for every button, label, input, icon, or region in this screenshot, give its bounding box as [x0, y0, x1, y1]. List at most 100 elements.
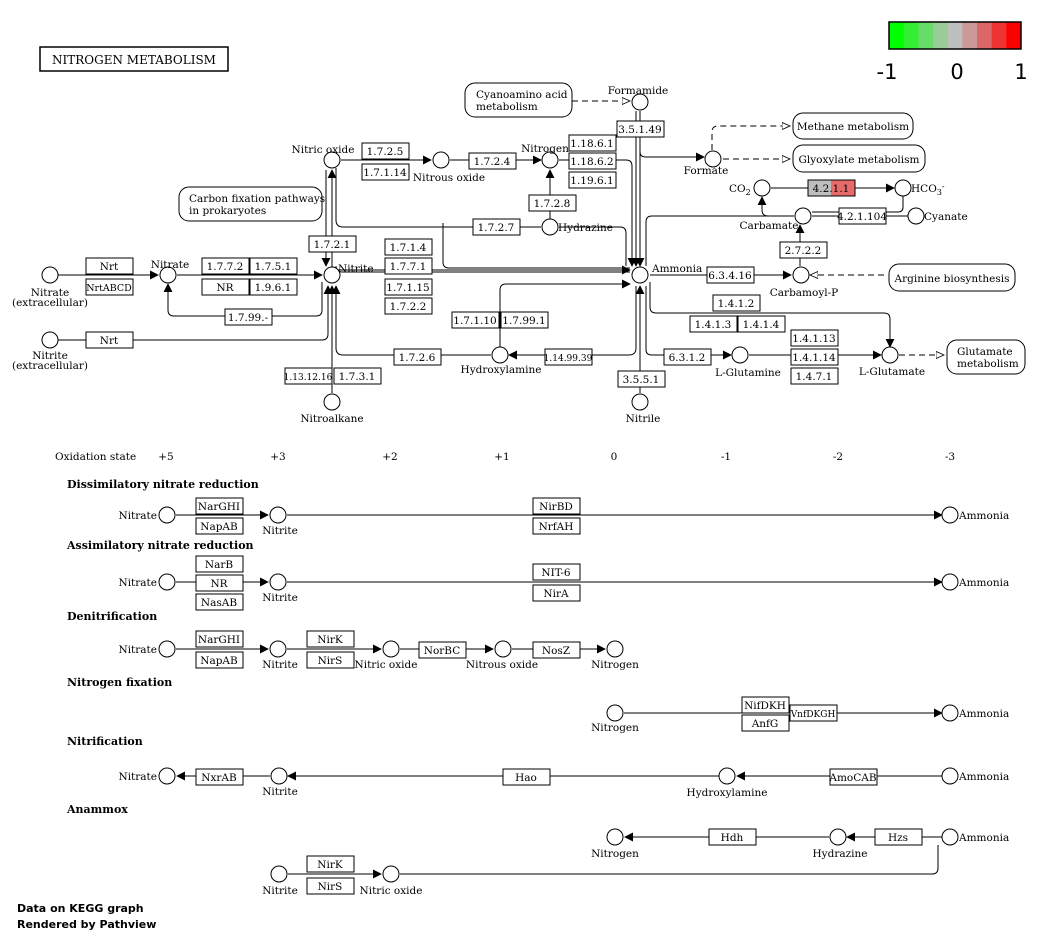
enzyme-4-2-1-1[interactable]: 4.2.1.1 [807, 179, 856, 197]
enzyme-1-7-1-15[interactable]: 1.7.1.15 [384, 278, 433, 296]
enzyme-narghi[interactable]: NarGHI [195, 630, 244, 648]
enzyme-1-7-2-1[interactable]: 1.7.2.1 [308, 235, 357, 253]
enzyme-1-13-12-16[interactable]: 1.13.12.16 [284, 367, 333, 385]
compound-hco3[interactable]: HCO3- [894, 179, 945, 197]
compound-ammonia[interactable]: Ammonia [941, 573, 1009, 591]
enzyme-1-7-2-4[interactable]: 1.7.2.4 [468, 152, 517, 170]
enzyme-hao[interactable]: Hao [502, 768, 551, 786]
enzyme-nirk[interactable]: NirK [306, 630, 355, 648]
compound-carbamoyl-p[interactable]: Carbamoyl-P [770, 266, 838, 299]
compound-nitrate[interactable]: Nitrate [119, 573, 176, 591]
enzyme-norbc[interactable]: NorBC [418, 641, 467, 659]
map-glyoxylate-metabolism[interactable]: Glyoxylate metabolism [792, 144, 926, 173]
enzyme-4-2-1-104[interactable]: 4.2.1.104 [837, 207, 887, 225]
enzyme-1-4-1-14[interactable]: 1.4.1.14 [790, 348, 839, 366]
compound-nitrous-oxide[interactable]: Nitrous oxide [466, 640, 538, 671]
compound-nitrogen[interactable]: Nitrogen [521, 143, 569, 169]
compound-nitrate[interactable]: Nitrate [119, 640, 176, 658]
enzyme-1-7-2-5[interactable]: 1.7.2.5 [361, 142, 410, 160]
compound-nitrate[interactable]: Nitrate [151, 259, 189, 284]
enzyme-nrtabcd[interactable]: NrtABCD [85, 278, 134, 296]
enzyme-1-7-2-2[interactable]: 1.7.2.2 [384, 297, 433, 315]
enzyme-nr[interactable]: NR [195, 574, 244, 592]
enzyme-1-19-6-1[interactable]: 1.19.6.1 [568, 171, 617, 189]
compound-nitrite[interactable]: Nitrite [323, 263, 374, 284]
enzyme-amocab[interactable]: AmoCAB [828, 768, 878, 786]
enzyme-1-14-99-39[interactable]: 1.14.99.39 [544, 348, 593, 366]
compound-nitric-oxide[interactable]: Nitric oxide [292, 144, 355, 169]
enzyme-1-7-99[interactable]: 1.7.99.- [224, 308, 273, 326]
compound-nitrite[interactable]: Nitrite [262, 767, 298, 798]
enzyme-nirk[interactable]: NirK [306, 855, 355, 873]
enzyme-1-7-2-6[interactable]: 1.7.2.6 [393, 348, 442, 366]
map-methane-metabolism[interactable]: Methane metabolism [792, 112, 914, 140]
compound-nitrite-extracellular[interactable]: Nitrite (extracellular) [12, 331, 88, 372]
compound-nitric-oxide[interactable]: Nitric oxide [355, 640, 418, 671]
enzyme-1-4-7-1[interactable]: 1.4.7.1 [790, 367, 839, 385]
enzyme-nifdkh[interactable]: NifDKH [741, 696, 790, 714]
enzyme-narb[interactable]: NarB [195, 555, 244, 573]
enzyme-6-3-1-2[interactable]: 6.3.1.2 [663, 348, 712, 366]
enzyme-nosz[interactable]: NosZ [532, 641, 581, 659]
compound-co2[interactable]: CO2 [729, 179, 771, 197]
compound-nitrite[interactable]: Nitrite [262, 506, 298, 537]
enzyme-nrt-1[interactable]: Nrt [85, 257, 134, 275]
enzyme-1-7-3-1[interactable]: 1.7.3.1 [333, 367, 382, 385]
enzyme-1-7-2-7[interactable]: 1.7.2.7 [472, 218, 521, 236]
enzyme-nirbd[interactable]: NirBD [532, 497, 581, 515]
compound-ammonia[interactable]: Ammonia [941, 506, 1009, 524]
enzyme-1-4-1-2[interactable]: 1.4.1.2 [712, 294, 761, 312]
compound-formamide[interactable]: Formamide [608, 85, 669, 111]
enzyme-3-5-5-1[interactable]: 3.5.5.1 [617, 370, 666, 388]
enzyme-1-9-6-1[interactable]: 1.9.6.1 [249, 278, 298, 296]
enzyme-nasab[interactable]: NasAB [195, 593, 244, 611]
map-arginine-biosynthesis[interactable]: Arginine biosynthesis [888, 263, 1016, 292]
enzyme-1-7-1-10[interactable]: 1.7.1.10 [451, 311, 500, 329]
compound-nitric-oxide[interactable]: Nitric oxide [360, 865, 423, 897]
enzyme-nxrab[interactable]: NxrAB [195, 768, 244, 786]
enzyme-nr[interactable]: NR [201, 278, 250, 296]
compound-nitrate-extracellular[interactable]: Nitrate (extracellular) [12, 266, 88, 309]
enzyme-1-7-2-8[interactable]: 1.7.2.8 [528, 194, 577, 212]
compound-ammonia[interactable]: Ammonia [941, 828, 1009, 846]
enzyme-napab[interactable]: NapAB [195, 651, 244, 669]
enzyme-1-7-5-1[interactable]: 1.7.5.1 [249, 257, 298, 275]
compound-ammonia[interactable]: Ammonia [941, 767, 1009, 785]
enzyme-anfg[interactable]: AnfG [741, 714, 790, 732]
enzyme-nirs[interactable]: NirS [306, 651, 355, 669]
map-cyanoamino-acid-metabolism[interactable]: Cyanoamino acid metabolism [464, 82, 573, 118]
enzyme-nrt-2[interactable]: Nrt [85, 331, 134, 349]
enzyme-nira[interactable]: NirA [532, 584, 581, 602]
enzyme-nit-6[interactable]: NIT-6 [532, 563, 581, 581]
enzyme-1-18-6-2[interactable]: 1.18.6.2 [568, 152, 617, 170]
enzyme-nrfah[interactable]: NrfAH [532, 517, 581, 535]
map-glutamate-metabolism[interactable]: Glutamate metabolism [946, 339, 1026, 375]
enzyme-vnfdkgh[interactable]: VnfDKGH [789, 704, 838, 722]
compound-nitroalkane[interactable]: Nitroalkane [300, 393, 364, 425]
enzyme-1-4-1-13[interactable]: 1.4.1.13 [790, 329, 839, 347]
compound-hydrazine[interactable]: Hydrazine [813, 828, 868, 860]
enzyme-narghi[interactable]: NarGHI [195, 497, 244, 515]
enzyme-hzs[interactable]: Hzs [874, 828, 923, 846]
compound-carbamate[interactable]: Carbamate [740, 207, 812, 232]
compound-nitrite[interactable]: Nitrite [262, 640, 298, 671]
compound-nitrite[interactable]: Nitrite [262, 865, 298, 897]
enzyme-nirs[interactable]: NirS [306, 877, 355, 895]
compound-nitrogen[interactable]: Nitrogen [591, 704, 639, 734]
compound-formate[interactable]: Formate [684, 150, 729, 177]
compound-nitrate[interactable]: Nitrate [119, 506, 176, 524]
enzyme-1-7-99-1[interactable]: 1.7.99.1 [500, 311, 549, 329]
compound-nitrile[interactable]: Nitrile [626, 393, 661, 425]
compound-l-glutamate[interactable]: L-Glutamate [859, 346, 925, 378]
enzyme-hdh[interactable]: Hdh [708, 828, 757, 846]
enzyme-1-4-1-4[interactable]: 1.4.1.4 [737, 315, 786, 333]
map-carbon-fixation-prokaryotes[interactable]: Carbon fixation pathways in prokaryotes [178, 186, 325, 222]
enzyme-1-7-1-14[interactable]: 1.7.1.14 [361, 163, 410, 181]
enzyme-2-7-2-2[interactable]: 2.7.2.2 [779, 241, 828, 259]
compound-l-glutamine[interactable]: L-Glutamine [715, 346, 781, 379]
compound-ammonia[interactable]: Ammonia [631, 263, 702, 284]
compound-ammonia[interactable]: Ammonia [941, 704, 1009, 722]
enzyme-1-4-1-3[interactable]: 1.4.1.3 [689, 315, 738, 333]
compound-nitrogen[interactable]: Nitrogen [591, 640, 639, 671]
compound-nitrate[interactable]: Nitrate [119, 767, 176, 785]
